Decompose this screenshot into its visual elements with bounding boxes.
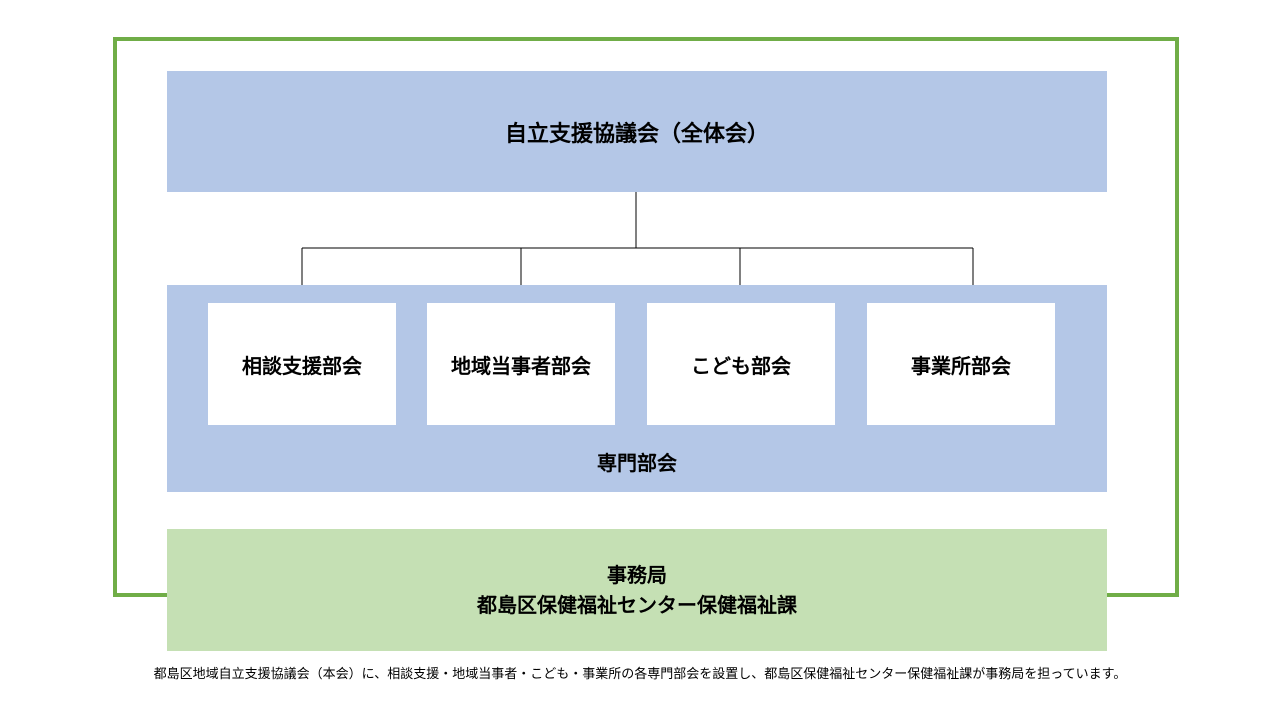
office-department: 都島区保健福祉センター保健福祉課 <box>477 593 797 617</box>
committee-label: 地域当事者部会 <box>451 353 591 378</box>
committees-label: 専門部会 <box>597 451 677 475</box>
committee-children: こども部会 <box>647 303 835 425</box>
council-box: 自立支援協議会（全体会） <box>167 71 1107 192</box>
committee-label: こども部会 <box>691 353 791 378</box>
committee-label: 相談支援部会 <box>242 353 362 378</box>
committees-box: 相談支援部会 地域当事者部会 こども部会 事業所部会 専門部会 <box>167 285 1107 492</box>
committee-service-providers: 事業所部会 <box>867 303 1055 425</box>
diagram-caption: 都島区地域自立支援協議会（本会）に、相談支援・地域当事者・こども・事業所の各専門… <box>153 667 1127 682</box>
office-title: 事務局 <box>607 563 667 587</box>
council-title: 自立支援協議会（全体会） <box>504 121 769 147</box>
committee-label: 事業所部会 <box>911 353 1011 378</box>
office-box: 事務局 都島区保健福祉センター保健福祉課 <box>167 529 1107 651</box>
committee-consultation-support: 相談支援部会 <box>208 303 396 425</box>
committee-community-persons: 地域当事者部会 <box>427 303 615 425</box>
